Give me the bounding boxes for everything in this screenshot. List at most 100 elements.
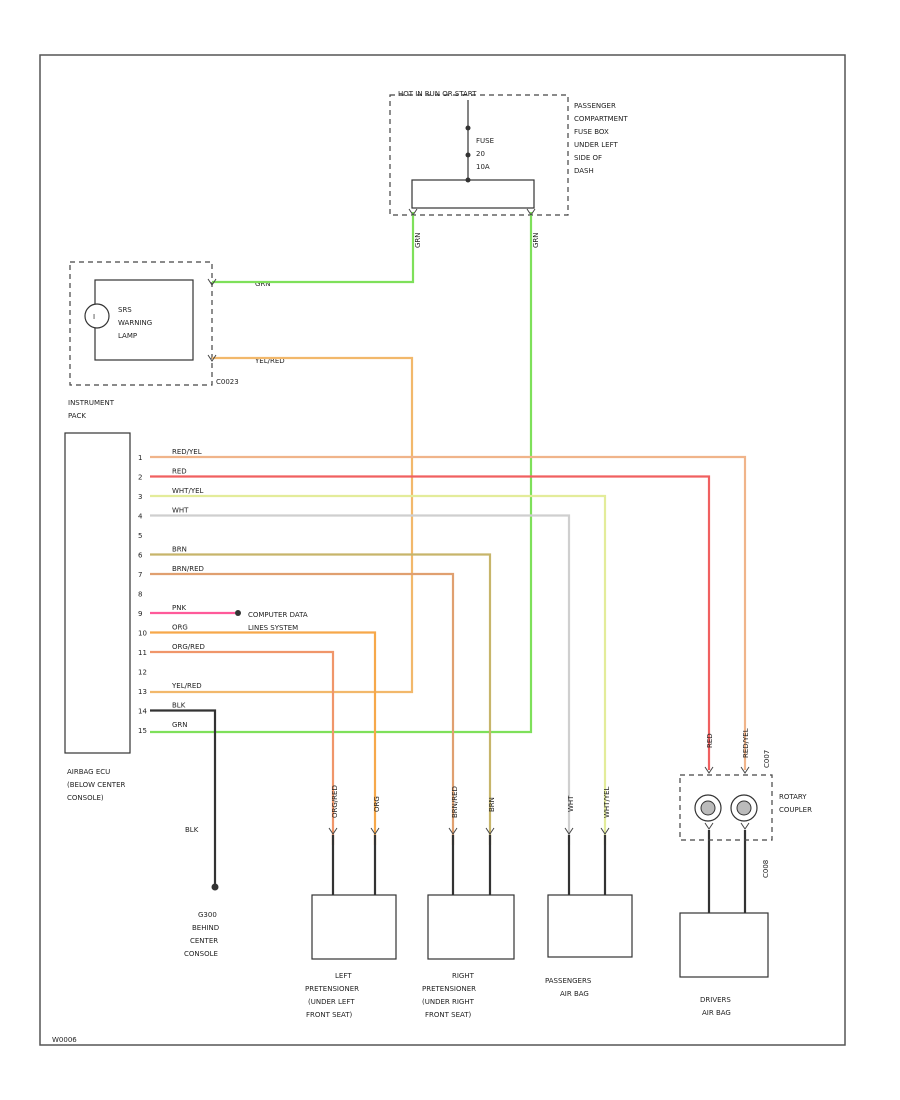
- fuse-location-5: SIDE OF: [574, 154, 602, 162]
- data-link: COMPUTER DATA LINES SYSTEM: [235, 610, 308, 632]
- ground-label-2: BEHIND: [192, 924, 219, 932]
- instrument-pack: I SRS WARNING LAMP C0023 GRN YEL/RED INS…: [68, 261, 285, 420]
- connector-symbol: [740, 822, 750, 830]
- ecu-pin-number: 8: [138, 591, 142, 599]
- ecu-wire-label: RED: [172, 468, 187, 476]
- ecu-pin-number: 13: [138, 688, 147, 696]
- connector-symbol: [564, 827, 574, 835]
- right-pretensioner: RIGHT PRETENSIONER (UNDER RIGHT FRONT SE…: [422, 894, 515, 1019]
- ecu-wire-label: ORG: [172, 624, 188, 632]
- wire-red-driver: [150, 475, 711, 770]
- wire-org-left: [150, 631, 377, 845]
- ecu-wire-label: BLK: [172, 702, 186, 710]
- component-wire-label: WHT/YEL: [603, 786, 611, 818]
- ecu-pin-number: 9: [138, 610, 142, 618]
- wire-wht-pass: [150, 514, 571, 845]
- fuse-box-header: HOT IN RUN OR START: [398, 90, 477, 98]
- ecu-wire-label: PNK: [172, 604, 186, 612]
- fuse-wire-right-label: GRN: [532, 232, 540, 248]
- rotary-label-2: COUPLER: [779, 806, 812, 814]
- ecu-wire-label: ORG/RED: [172, 643, 205, 651]
- ground-point: [211, 883, 219, 891]
- lamp-label-1: SRS: [118, 306, 132, 314]
- component-wire-label: RED: [706, 733, 714, 748]
- connector-symbol: [207, 278, 217, 286]
- connector-symbol: [600, 827, 610, 835]
- component-wire-label: ORG/RED: [331, 785, 339, 818]
- rotary-conn-bottom: C008: [762, 860, 770, 878]
- fuse-label-2: 20: [476, 150, 485, 158]
- ground-label-4: CONSOLE: [184, 950, 218, 958]
- lamp-label-2: WARNING: [118, 319, 152, 327]
- ecu-wire-label: YEL/RED: [171, 682, 202, 690]
- svg-text:(UNDER LEFT: (UNDER LEFT: [308, 998, 355, 1006]
- component-wire-label: BRN/RED: [451, 786, 459, 818]
- rotary-label-1: ROTARY: [779, 793, 807, 801]
- fuse-location-1: PASSENGER: [574, 102, 616, 110]
- connector-symbol: [408, 208, 418, 216]
- ecu-wire-label: WHT: [172, 507, 189, 515]
- connector-symbol: [328, 827, 338, 835]
- connector-symbol: [485, 827, 495, 835]
- ground-label-3: CENTER: [190, 937, 218, 945]
- ecu-wire-label: RED/YEL: [172, 448, 202, 456]
- rotary-conn-top: C007: [763, 750, 771, 768]
- wire-org-red-left: [150, 650, 335, 845]
- ecu-pin-number: 7: [138, 571, 142, 579]
- ecu-pin-number: 4: [138, 513, 143, 521]
- svg-text:RIGHT: RIGHT: [452, 972, 475, 980]
- instrument-pack-label-1: INSTRUMENT: [68, 399, 115, 407]
- connector-symbol: [526, 208, 536, 216]
- svg-text:PASSENGERS: PASSENGERS: [545, 977, 592, 985]
- fuse-location-3: FUSE BOX: [574, 128, 609, 136]
- wire-yel-red-lamp: [150, 356, 414, 694]
- wire-brn-right: [150, 553, 492, 845]
- instrument-pack-label-2: PACK: [68, 412, 86, 420]
- left-pretensioner: LEFT PRETENSIONER (UNDER LEFT FRONT SEAT…: [305, 894, 397, 1019]
- svg-text:FRONT SEAT): FRONT SEAT): [306, 1011, 353, 1019]
- lamp-connector: C0023: [216, 378, 239, 386]
- ecu-pin-number: 10: [138, 630, 147, 638]
- ecu-label-3: CONSOLE): [67, 794, 104, 802]
- fuse-label-3: 10A: [476, 163, 490, 171]
- svg-text:I: I: [93, 313, 95, 321]
- wire-red-yel-driver: [150, 455, 747, 770]
- svg-text:LEFT: LEFT: [335, 972, 352, 980]
- component-wire-label: ORG: [373, 796, 381, 812]
- connector-symbol: [370, 827, 380, 835]
- component-wire-label: RED/YEL: [742, 728, 750, 758]
- lamp-wire-bottom-label: YEL/RED: [254, 357, 285, 365]
- ground: BLK G300 BEHIND CENTER CONSOLE: [184, 826, 219, 958]
- ecu-pin-number: 11: [138, 649, 147, 657]
- wire-brn-red-right: [150, 572, 455, 845]
- wire-grn-lamp: [212, 212, 415, 284]
- fuse-location-4: UNDER LEFT: [574, 141, 618, 149]
- svg-text:AIR BAG: AIR BAG: [560, 990, 589, 998]
- ecu-pin-number: 12: [138, 669, 147, 677]
- svg-text:PRETENSIONER: PRETENSIONER: [422, 985, 476, 993]
- svg-text:AIR BAG: AIR BAG: [702, 1009, 731, 1017]
- passengers-airbag: PASSENGERS AIR BAG: [545, 894, 633, 998]
- connector-symbol: [704, 822, 714, 830]
- ecu-wire-label: BRN: [172, 546, 187, 554]
- ecu-pin-number: 14: [138, 708, 147, 716]
- ground-label-1: G300: [198, 911, 217, 919]
- ecu-pin-number: 2: [138, 474, 142, 482]
- fuse-location-6: DASH: [574, 167, 594, 175]
- footer-code: W0006: [52, 1036, 77, 1044]
- svg-text:(UNDER RIGHT: (UNDER RIGHT: [422, 998, 475, 1006]
- component-wire-label: BRN: [488, 797, 496, 812]
- ecu-label-2: (BELOW CENTER: [67, 781, 126, 789]
- wire-blk-ground: [150, 709, 217, 885]
- ecu-pin-number: 5: [138, 532, 142, 540]
- connector-symbol: [740, 766, 750, 774]
- connector-symbol: [704, 766, 714, 774]
- ecu-wire-label: GRN: [172, 721, 188, 729]
- drivers-airbag: DRIVERS AIR BAG: [679, 912, 769, 1017]
- ecu-wire-label: BRN/RED: [172, 565, 204, 573]
- warning-lamp-icon: [84, 303, 110, 329]
- ecu-pin-number: 3: [138, 493, 142, 501]
- svg-text:FRONT SEAT): FRONT SEAT): [425, 1011, 472, 1019]
